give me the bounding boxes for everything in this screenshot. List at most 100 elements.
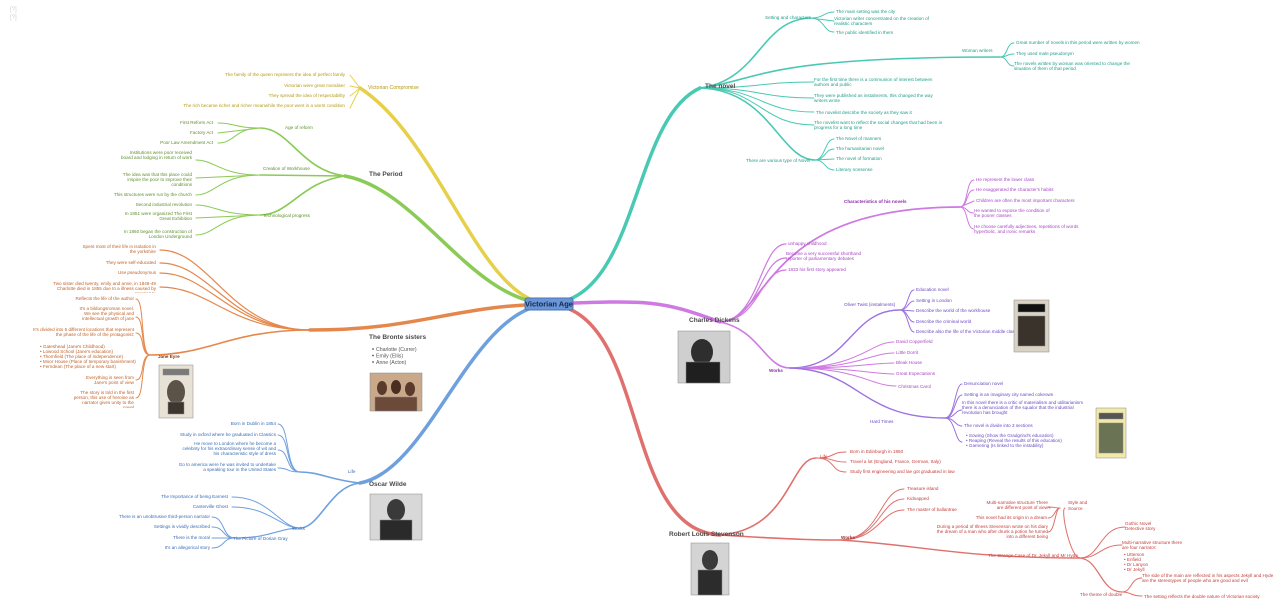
dickens-life-item: Become a very successful shorthand repor… (786, 251, 862, 261)
woman-writer-text: The novels written by woman was oriented… (1014, 61, 1130, 71)
dickens-work: Christmas Carol (898, 384, 931, 389)
hard-times-section: • Garnering (Is linked to the instabilit… (966, 443, 1044, 448)
sister-name: Charlotte (Currer) (376, 347, 417, 353)
period-item: In 1860 began the construction of London… (124, 229, 192, 239)
woman-writer-item: They used male pseudonym (1016, 51, 1074, 56)
stevenson-work: Kidnapped (907, 496, 929, 501)
bronte-item-text: Spent most of their life in isolation in… (82, 244, 156, 254)
location-text: Moor House (Place of temporary banishmen… (43, 359, 136, 364)
period-item: Institutions were poor received board an… (121, 150, 192, 160)
compromise-item: The family of the queen represent the id… (225, 72, 346, 77)
wilde-work: Canterville Ghost (193, 504, 229, 509)
style-source-title: Style and Source (1068, 500, 1088, 511)
characteristic-text: He choose carefully adjectives, repetiti… (974, 224, 1079, 234)
jane-eyre-title: Jane Eyre (158, 354, 180, 359)
wilde-life-text: He move to London where he become a cele… (182, 441, 276, 456)
jane-location: • Moor House (Place of temporary banishm… (40, 359, 136, 364)
section-text: Garnering (Is linked to the instability) (969, 443, 1044, 448)
novel-item: They were published as instalments, this… (814, 93, 933, 103)
branch-connectors (135, 11, 1143, 597)
dickens-characteristic: He represent the lower class (976, 177, 1035, 182)
subtopic-title: There are various type of Novel (746, 158, 810, 163)
subtopic-title: Setting and characters (765, 15, 812, 20)
dickens-characteristic: He wanted to expose the condition of the… (974, 208, 1050, 218)
compromise-item-text: The rich became richer and richer meanwh… (183, 103, 345, 108)
jane-location: • Thornfield (The place of independence) (40, 354, 123, 359)
oscar-wilde-portrait (369, 493, 423, 541)
hard-times-title: Hard Times (870, 419, 894, 424)
novel-type: The humanitarian novel (836, 146, 884, 151)
topic-oscar-wilde[interactable]: Oscar Wilde Life Born in Dublin in 1854 … (119, 421, 407, 550)
novel-type: The Novel of manners (836, 136, 882, 141)
corner-title: [?] [?] (10, 6, 17, 22)
dorian-item: It's an allegorical story (165, 545, 211, 550)
jane-item: The story is told in the first person, t… (74, 390, 134, 408)
topic-victorian-compromise[interactable]: Victorian Compromise The family of the q… (183, 72, 419, 108)
sister-name: Emily (Ellis) (376, 354, 403, 360)
style-source-text: Style and Source (1068, 500, 1088, 511)
wilde-life-item: Born in Dublin in 1854 (231, 421, 277, 426)
period-item: Second industrial revolution (136, 202, 193, 207)
stevenson-life-item: Travel a lot (England, France, German, I… (850, 459, 941, 464)
wilde-life-text: Go to america were he was invited to und… (178, 462, 276, 472)
location-text: Gateshead (Jane's Childhood) (43, 344, 105, 349)
subtopic-title: Creation of Workhouse (263, 166, 310, 171)
novel-item-text: For the first time there is a communion … (814, 77, 933, 87)
narrators-title-text: Multi-narrative structure there are four… (1122, 540, 1182, 550)
compromise-item: They spread the idea of respectability (269, 93, 346, 98)
dickens-life-text: Become a very successful shorthand repor… (786, 251, 862, 261)
dorian-item: Settings is vividly described (154, 524, 211, 529)
bronte-item: Use pseudonymus (118, 270, 157, 275)
map-title: [?] (10, 7, 17, 13)
topic-bronte-sisters[interactable]: The Bronte sisters Charlotte (Currer) Em… (30, 244, 426, 408)
topic-title: Victorian Compromise (368, 85, 419, 91)
subtopic-title: Works (292, 526, 306, 531)
novel-type: Literary nonsense (836, 167, 873, 172)
period-item: Poor Law Amendment Act (160, 140, 214, 145)
topic-the-novel[interactable]: The novel Setting and characters The mai… (705, 9, 1140, 172)
topic-title: Charles Dickens (689, 317, 740, 324)
narrator-name: Enfield (1127, 557, 1141, 562)
woman-writer-item: Great number of novels in this period we… (1016, 40, 1140, 45)
subtopic-title: Technological progress (263, 213, 311, 218)
center-label: Victorian Age (525, 300, 573, 309)
jane-location: • Gateshead (Jane's Childhood) (40, 344, 105, 349)
dickens-work: Bleak House (896, 360, 922, 365)
narrator-name: Utterson (1127, 552, 1145, 557)
oliver-twist-title: Oliver Twist (instalments) (844, 302, 896, 307)
topic-charles-dickens[interactable]: Charles Dickens Characteristics of his n… (689, 177, 1094, 448)
hard-times-text: In this novel there is a critic of mater… (962, 400, 1084, 415)
bronte-sisters-portrait (369, 372, 423, 412)
center-node[interactable]: Victorian Age (524, 297, 574, 311)
jane-item: It's a bildungsroman novel. We see the p… (79, 306, 134, 321)
dorian-title: The Picture of Dorian Gray (233, 536, 288, 541)
topic-title: The Period (369, 171, 403, 178)
topic-the-period[interactable]: The Period Age of reform First Reform Ac… (110, 120, 403, 241)
topic-title: The Bronte sisters (369, 334, 426, 341)
dickens-characteristic: Children are often the most important ch… (976, 198, 1075, 203)
dorian-item: There is an unobtrusive third-person nar… (119, 514, 211, 519)
characteristic-text: He wanted to expose the condition of the… (974, 208, 1050, 218)
oliver-item: Describe also the life of the Victorian … (916, 329, 1018, 334)
period-item-text: The idea was that this place could inspi… (122, 172, 192, 187)
novel-item: The novelist describe the society as the… (816, 110, 912, 115)
charles-dickens-portrait (677, 330, 731, 384)
bullet-icon (372, 361, 374, 363)
sister-name: Anne (Acton) (376, 360, 407, 366)
topic-robert-louis-stevenson[interactable]: Robert Louis Stevenson Life Born in Edin… (669, 449, 1274, 599)
novel-setting-item: The main setting was the city (836, 9, 896, 14)
topic-title: Robert Louis Stevenson (669, 531, 744, 538)
hard-times-item: The novel is divide into 3 sections (964, 423, 1033, 428)
subtopic-title: Works (841, 535, 855, 540)
map-subtitle: [?] (10, 15, 17, 21)
bronte-item: Two sister died twenty, emily and anne, … (53, 281, 156, 293)
jane-item: Everything is seen from Jane's point of … (86, 375, 134, 385)
hard-times-section: • Reaping (Reveal the results of this ed… (966, 438, 1062, 443)
narrators-title: Multi-narrative structure there are four… (1122, 540, 1182, 550)
period-item: First Reform Act (180, 120, 214, 125)
gothic-novel: Gothic Novel Detective story (1125, 521, 1155, 531)
oliver-item: Describe the world of the workhouse (916, 308, 991, 313)
novel-item: For the first time there is a communion … (814, 77, 933, 87)
narrator-name: Dr Lanyon (1127, 562, 1149, 567)
